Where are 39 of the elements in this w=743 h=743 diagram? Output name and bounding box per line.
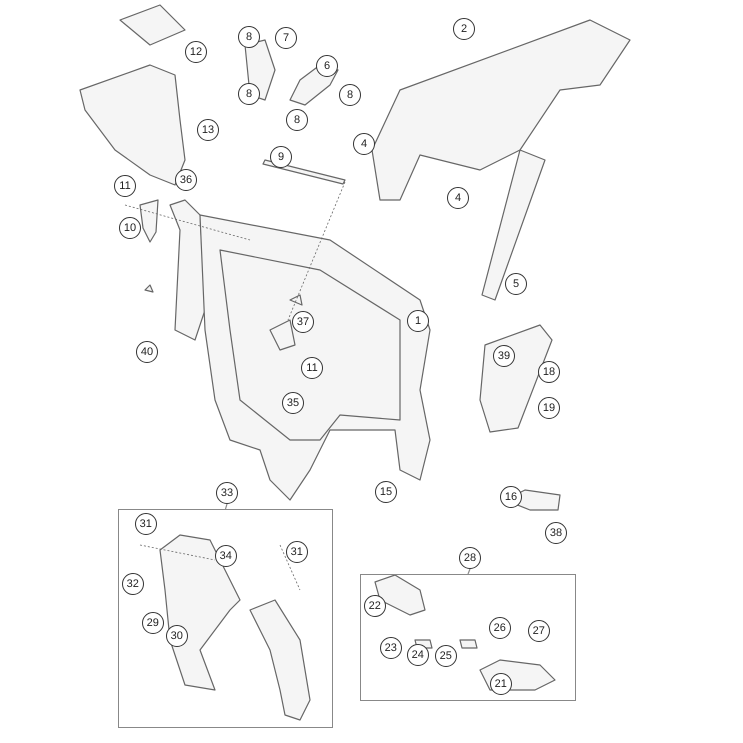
leader-line xyxy=(224,504,228,510)
callout-number: 34 xyxy=(214,544,237,567)
callout-number: 4 xyxy=(353,133,375,155)
callout-number: 15 xyxy=(375,481,397,503)
callout-number: 13 xyxy=(197,119,219,141)
callout-number: 27 xyxy=(528,620,550,642)
callout-number: 9 xyxy=(270,146,292,168)
callout-number: 25 xyxy=(434,644,457,667)
callout-number: 18 xyxy=(538,361,560,383)
leader-line xyxy=(467,568,471,574)
callout-number: 2 xyxy=(453,18,475,40)
callout-number: 12 xyxy=(185,41,207,63)
callout-number: 5 xyxy=(505,273,527,295)
callout-number: 8 xyxy=(339,84,361,106)
callout-number: 16 xyxy=(500,486,522,508)
callout-number: 40 xyxy=(136,341,158,363)
callout-number: 8 xyxy=(238,26,260,48)
callout-number: 10 xyxy=(119,217,141,239)
callout-number: 7 xyxy=(275,27,297,49)
callout-number: 19 xyxy=(538,397,560,419)
callout-number: 8 xyxy=(286,109,308,131)
callout-number: 32 xyxy=(122,572,144,595)
callout-number: 22 xyxy=(364,594,386,617)
parts-group-frame xyxy=(360,574,576,701)
callout-number: 26 xyxy=(488,616,511,639)
parts-group-frame xyxy=(118,509,333,728)
callout-number: 28 xyxy=(459,547,481,569)
callout-number: 38 xyxy=(545,522,567,544)
callout-number: 11 xyxy=(114,175,136,197)
callout-number: 23 xyxy=(380,636,402,659)
callout-number: 4 xyxy=(447,187,469,209)
callout-number: 33 xyxy=(216,482,238,504)
callout-number: 29 xyxy=(142,612,164,634)
callout-number: 31 xyxy=(134,512,157,535)
callout-number: 31 xyxy=(286,540,308,563)
callout-number: 6 xyxy=(316,55,338,77)
callout-number: 8 xyxy=(238,83,260,105)
callout-number: 36 xyxy=(175,169,197,191)
callout-number: 24 xyxy=(406,644,429,666)
